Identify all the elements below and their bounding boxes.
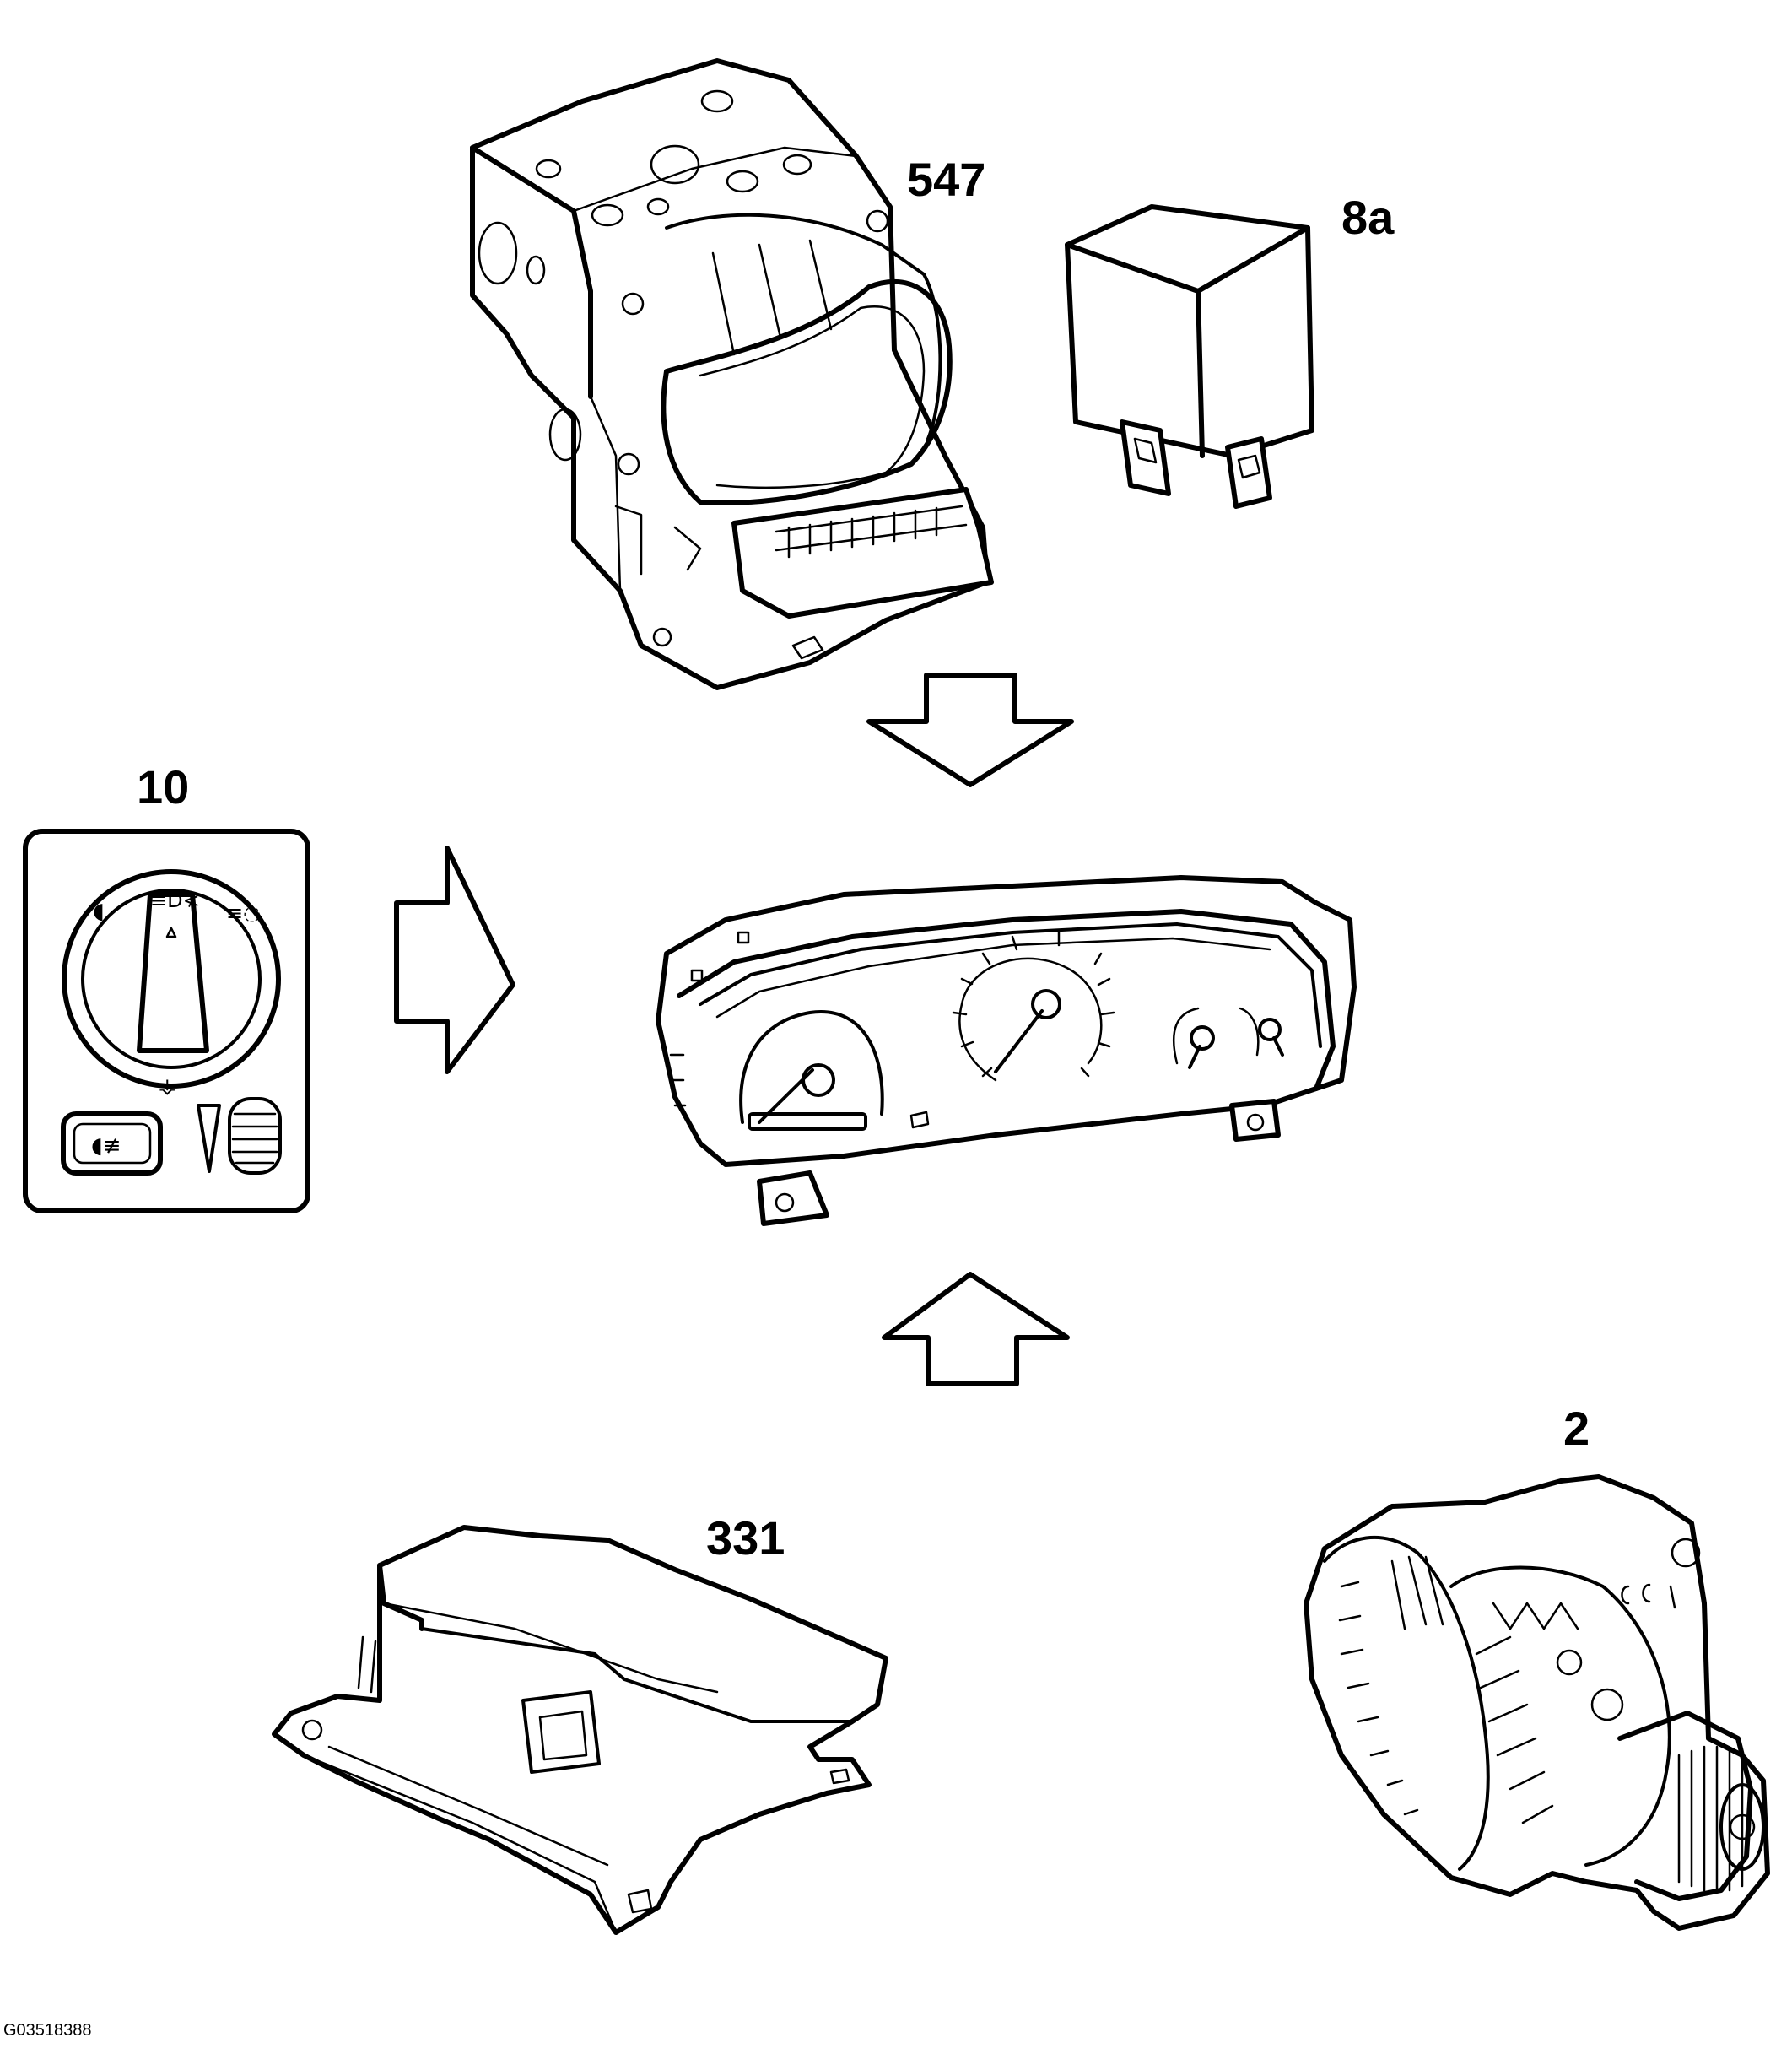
figure-id: G03518388 <box>3 2021 92 2040</box>
svg-text:◖≢: ◖≢ <box>91 1133 121 1159</box>
abs-module-drawing <box>470 58 994 690</box>
label-light-switch: 10 <box>137 760 190 813</box>
label-airbag-module: 331 <box>706 1511 785 1565</box>
arrows-drawing <box>394 673 1074 1386</box>
label-alternator: 2 <box>1563 1402 1590 1455</box>
arrow-up <box>882 1272 1070 1386</box>
alternator-drawing <box>1304 1474 1770 1931</box>
arrow-down <box>866 673 1074 787</box>
arrow-right <box>394 846 515 1074</box>
svg-text:≡◌: ≡◌ <box>226 901 261 925</box>
airbag-module-drawing <box>272 1525 888 1935</box>
svg-text:◖: ◖ <box>93 899 105 924</box>
relay-drawing <box>1065 204 1314 509</box>
svg-text:⚶: ⚶ <box>159 1074 175 1098</box>
light-switch-drawing: ◖ ≡D≮ ≡◌ ⚶ ◖≢ <box>23 829 310 1213</box>
label-relay: 8a <box>1341 191 1395 244</box>
instrument-cluster-drawing <box>656 875 1357 1226</box>
svg-text:≡D≮: ≡D≮ <box>150 889 200 912</box>
label-abs-module: 547 <box>907 153 986 206</box>
